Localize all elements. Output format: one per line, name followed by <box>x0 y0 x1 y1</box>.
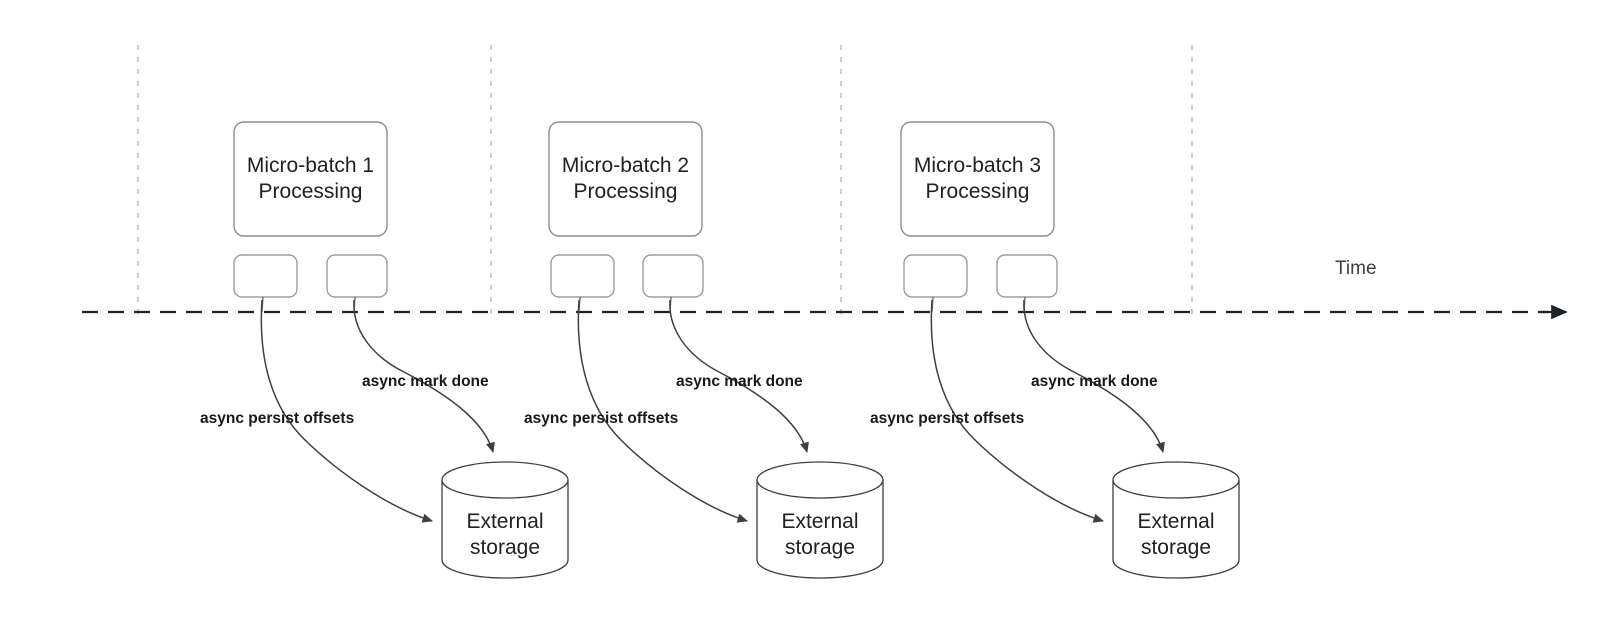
micro-batch-3-box[interactable] <box>900 121 1055 237</box>
mark-done-task-2[interactable] <box>642 254 704 298</box>
external-storage-3-label-line1: External <box>1137 510 1214 533</box>
external-storage-1-label-line1: External <box>466 510 543 533</box>
micro-batch-group-2: Micro-batch 2 Processing async persist o… <box>524 121 884 579</box>
async-mark-done-curve-1 <box>353 299 495 454</box>
async-mark-done-label-2: async mark done <box>676 373 803 390</box>
external-storage-3[interactable]: External storage <box>1112 461 1240 579</box>
external-storage-1-label-line2: storage <box>470 536 540 559</box>
mark-done-task-1[interactable] <box>326 254 388 298</box>
time-axis-label: Time <box>1335 258 1377 279</box>
external-storage-2-top <box>756 461 884 499</box>
external-storage-1-top <box>441 461 569 499</box>
batch-boundaries-group <box>137 45 1193 320</box>
micro-batch-2-box[interactable] <box>548 121 703 237</box>
micro-batch-3-label-line2: Processing <box>926 180 1030 203</box>
external-storage-2[interactable]: External storage <box>756 461 884 579</box>
mark-done-task-3[interactable] <box>996 254 1058 298</box>
micro-batch-2-label-line1: Micro-batch 2 <box>562 154 689 177</box>
async-persist-offsets-curve-3 <box>930 299 1105 523</box>
async-mark-done-curve-2 <box>669 299 809 454</box>
persist-offsets-task-3[interactable] <box>903 254 968 298</box>
external-storage-3-top <box>1112 461 1240 499</box>
external-storage-2-label-line1: External <box>781 510 858 533</box>
async-persist-offsets-label-2: async persist offsets <box>524 410 678 427</box>
micro-batch-1-label-line2: Processing <box>259 180 363 203</box>
async-persist-offsets-label-3: async persist offsets <box>870 410 1024 427</box>
external-storage-2-label-line2: storage <box>785 536 855 559</box>
async-mark-done-label-1: async mark done <box>362 373 489 390</box>
time-axis-group: Time <box>82 258 1568 320</box>
micro-batch-3-label-line1: Micro-batch 3 <box>914 154 1041 177</box>
external-storage-1-body <box>441 480 569 579</box>
async-mark-done-curve-3 <box>1023 299 1165 454</box>
micro-batch-group-3: Micro-batch 3 Processing async persist o… <box>870 121 1240 579</box>
micro-batch-group-1: Micro-batch 1 Processing async persist o… <box>200 121 569 579</box>
async-persist-offsets-curve-1 <box>260 299 434 523</box>
async-persist-offsets-curve-2 <box>577 299 749 523</box>
external-storage-3-body <box>1112 480 1240 579</box>
micro-batch-1-label-line1: Micro-batch 1 <box>247 154 374 177</box>
micro-batch-1-box[interactable] <box>233 121 388 237</box>
external-storage-1[interactable]: External storage <box>441 461 569 579</box>
async-mark-done-label-3: async mark done <box>1031 373 1158 390</box>
micro-batch-2-label-line2: Processing <box>574 180 678 203</box>
external-storage-2-body <box>756 480 884 579</box>
persist-offsets-task-2[interactable] <box>550 254 615 298</box>
persist-offsets-task-1[interactable] <box>233 254 298 298</box>
async-persist-offsets-label-1: async persist offsets <box>200 410 354 427</box>
external-storage-3-label-line2: storage <box>1141 536 1211 559</box>
